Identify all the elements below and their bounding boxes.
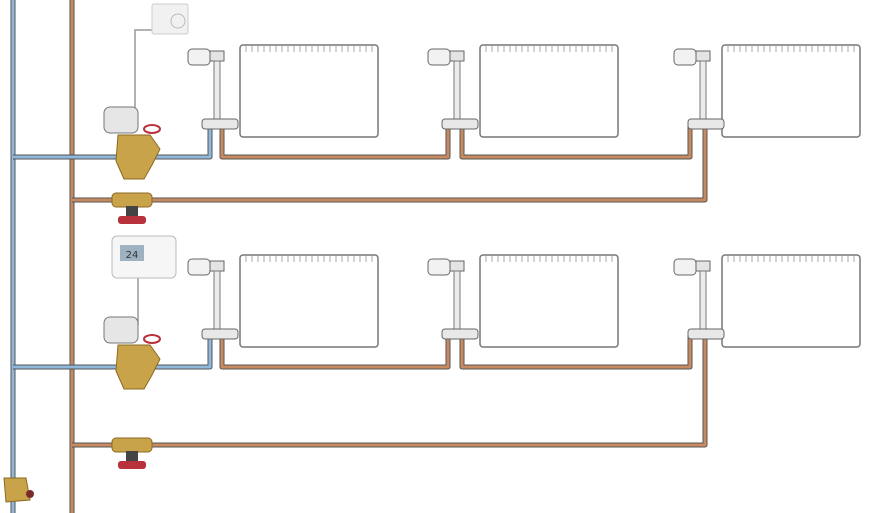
valve-body [449, 50, 465, 62]
connection-block [441, 118, 479, 130]
connection-block [201, 118, 239, 130]
return-branch [72, 335, 707, 447]
radiator-panel [239, 254, 379, 348]
valve-body [209, 50, 225, 62]
valve-body [449, 260, 465, 272]
valve-pipe [699, 270, 707, 334]
shutoff-handle [118, 461, 146, 469]
radiator-panel [721, 44, 861, 138]
valve-handle [143, 124, 161, 134]
shutoff-valve [111, 437, 153, 453]
valve-body [209, 260, 225, 272]
supply-branch [13, 125, 212, 159]
radiators [187, 44, 861, 348]
valve-pipe [213, 270, 221, 334]
radiator-panel [479, 44, 619, 138]
valve-pipe [453, 270, 461, 334]
thermostatic-head [427, 48, 451, 66]
valve-handle [143, 334, 161, 344]
digital-thermostat: 24 [111, 235, 177, 279]
room-thermostat-dial [151, 3, 189, 35]
valve-pipe [453, 60, 461, 124]
balancing-valve [115, 134, 161, 180]
valve-actuator [103, 106, 139, 134]
radiator [673, 254, 861, 348]
connection-block [441, 328, 479, 340]
supply-branch [13, 335, 212, 369]
radiator-return-line [220, 125, 692, 159]
connection-block [687, 328, 725, 340]
valve-body [695, 50, 711, 62]
thermostat-display: 24 [126, 250, 139, 261]
shutoff-handle [118, 216, 146, 224]
return-branch-outline [72, 335, 708, 448]
valve-actuator [103, 316, 139, 344]
return-branch [72, 125, 707, 202]
radiator [673, 44, 861, 138]
thermostatic-head [187, 258, 211, 276]
control-wire [134, 29, 152, 118]
valve-pipe [699, 60, 707, 124]
thermostatic-head [187, 48, 211, 66]
valve-body [695, 260, 711, 272]
balancing-valve [115, 344, 161, 390]
radiator [427, 44, 619, 138]
radiator [187, 44, 379, 138]
drain-valve [3, 477, 31, 503]
radiator [187, 254, 379, 348]
radiator-panel [479, 254, 619, 348]
shutoff-valve [111, 192, 153, 208]
connection-block [687, 118, 725, 130]
valve-pipe [213, 60, 221, 124]
thermostatic-head [673, 258, 697, 276]
valves [3, 106, 161, 503]
radiator [427, 254, 619, 348]
radiator-panel [239, 44, 379, 138]
pipes [10, 0, 708, 513]
drain-valve-handle [26, 490, 34, 498]
radiator-return-line [220, 335, 692, 369]
thermostatic-head [427, 258, 451, 276]
radiator-panel [721, 254, 861, 348]
thermostatic-head [673, 48, 697, 66]
connection-block [201, 328, 239, 340]
